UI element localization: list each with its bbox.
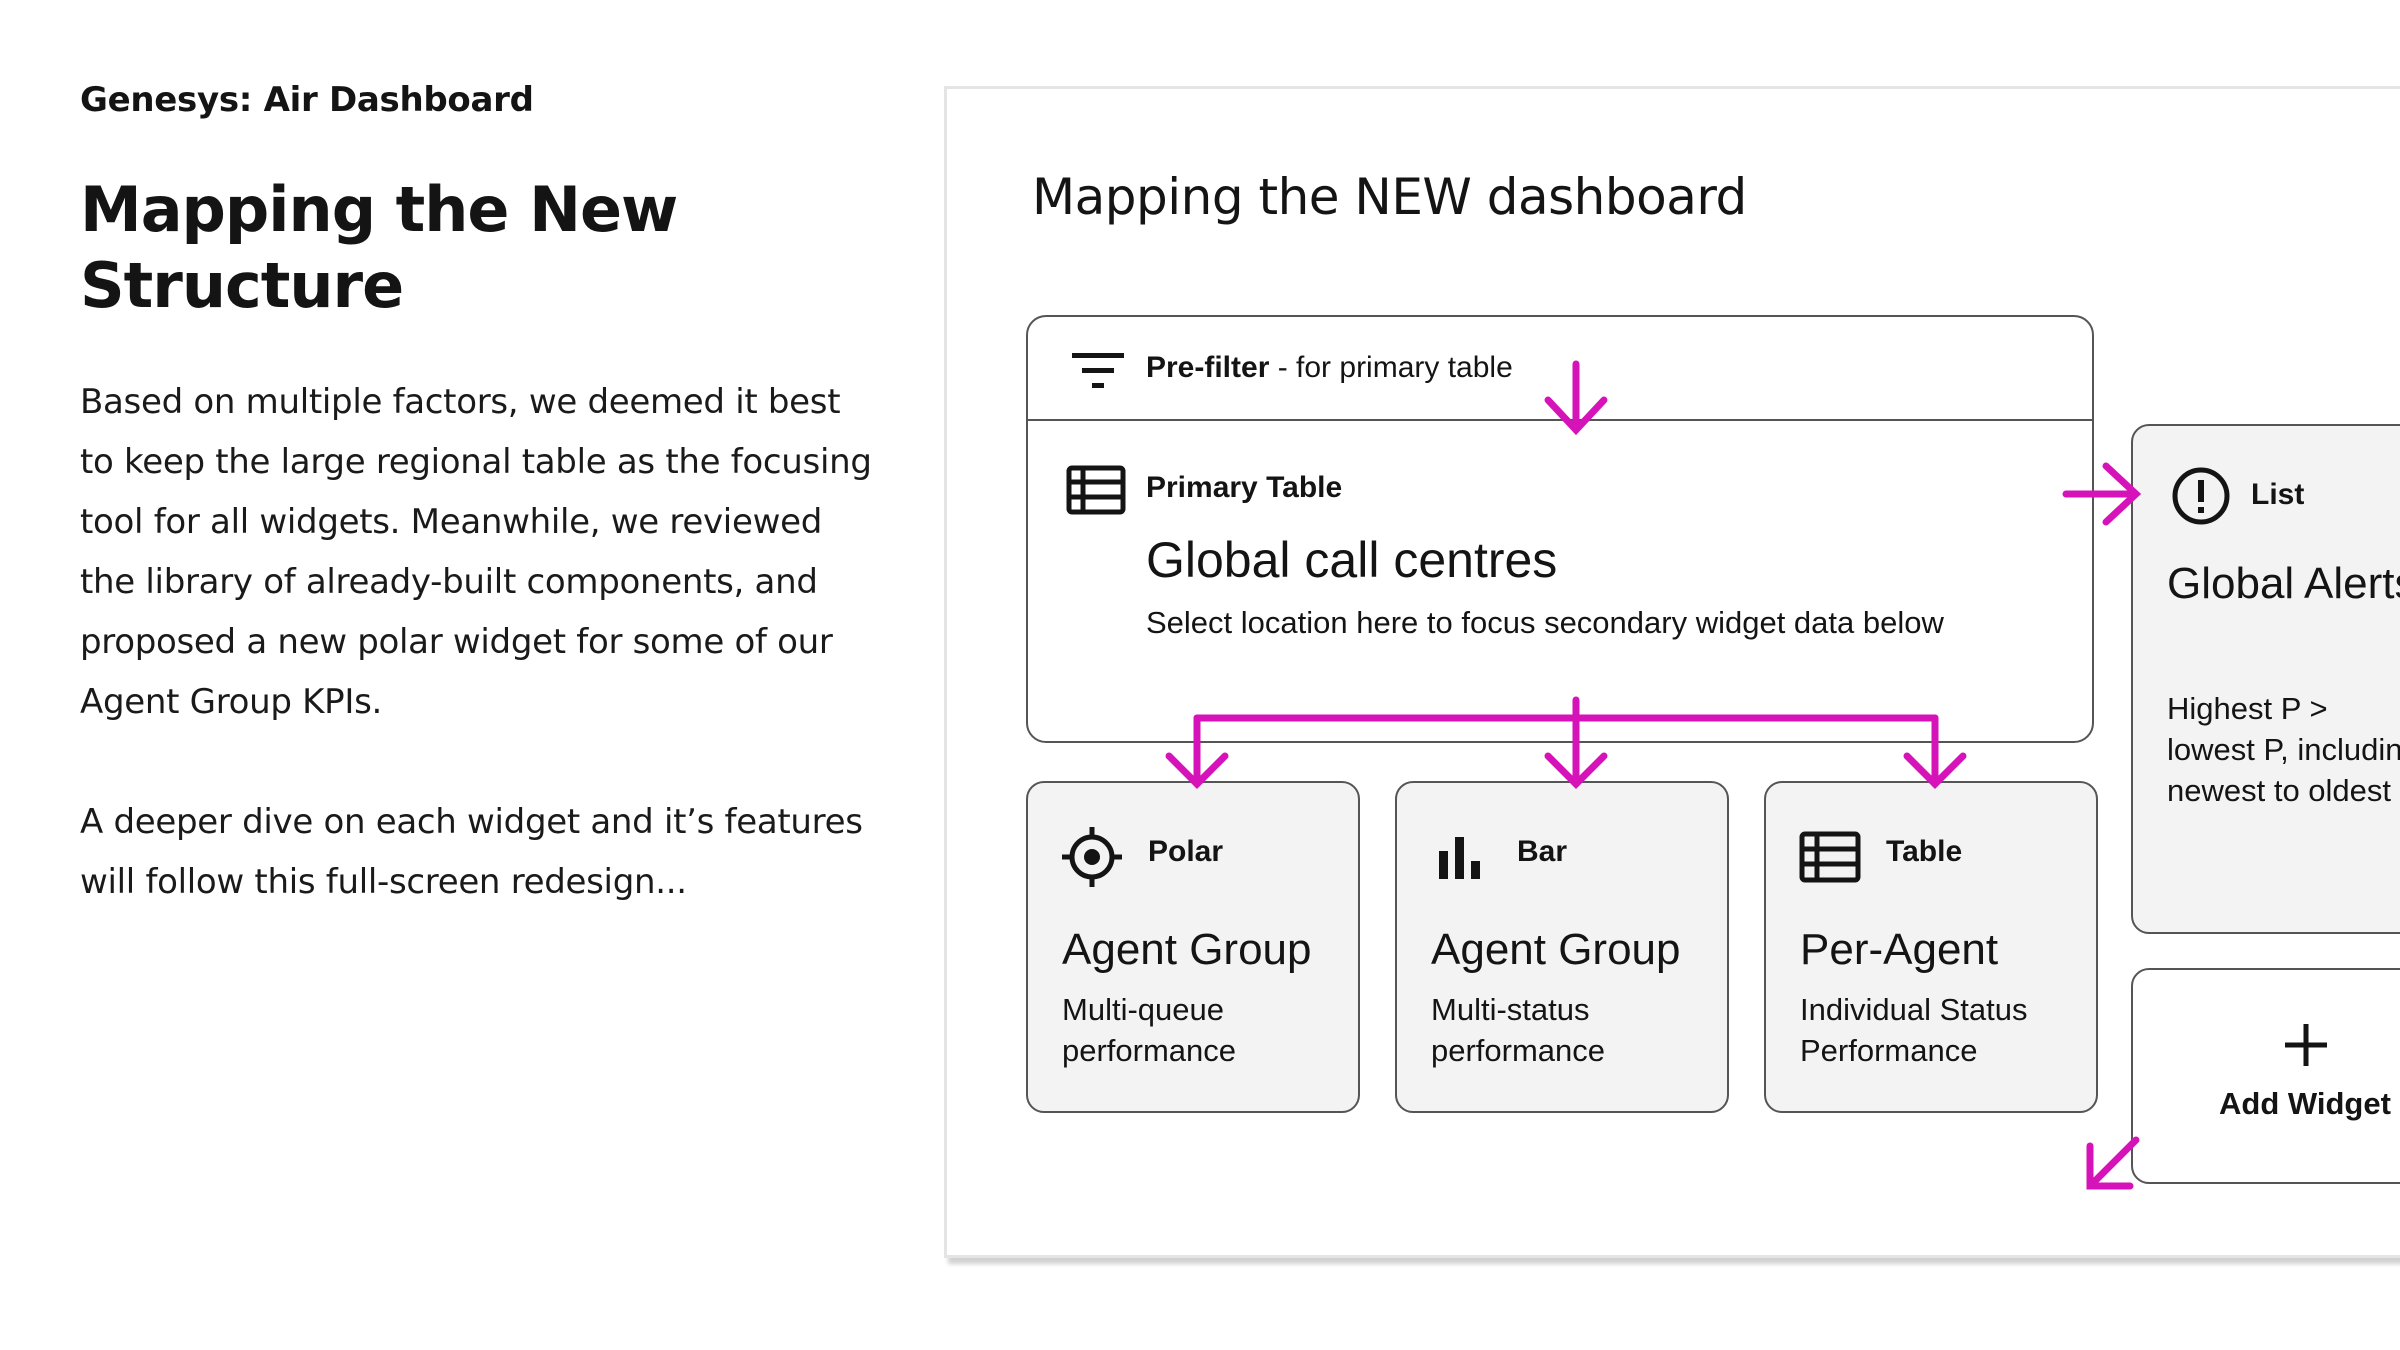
table-icon (1066, 465, 1126, 515)
filter-icon (1072, 353, 1124, 388)
bar-chart-icon (1439, 837, 1480, 879)
polar-target-icon (1062, 827, 1122, 887)
plus-icon (2285, 1024, 2327, 1066)
add-widget-button[interactable]: Add Widget (2131, 968, 2400, 1184)
card-title: Per-Agent (1800, 925, 1999, 974)
primary-table-title: Global call centres (1146, 532, 1558, 588)
table-icon (1799, 831, 1861, 883)
prefilter-label-rest: - for primary table (1269, 351, 1513, 384)
list-title: Global Alerts (2167, 559, 2400, 608)
prefilter-label: Pre-filter - for primary table (1146, 351, 1513, 385)
add-widget-label: Add Widget (2219, 1086, 2391, 1121)
list-widget-card: List Global Alerts Highest P > lowest P,… (2131, 424, 2400, 934)
list-subtitle-line: lowest P, including (2167, 732, 2400, 767)
bar-widget-card: Bar Agent Group Multi-status performance (1395, 781, 1729, 1113)
alert-circle-icon (2172, 467, 2230, 525)
card-type-label: Polar (1148, 835, 1224, 868)
slide-eyebrow: Genesys: Air Dashboard (80, 80, 534, 120)
card-title: Agent Group (1062, 925, 1312, 974)
list-type-label: List (2251, 478, 2305, 511)
card-subtitle: Multi-queue performance (1062, 992, 1237, 1068)
list-subtitle-line: Highest P > (2167, 691, 2328, 726)
diagram-title: Mapping the NEW dashboard (1032, 168, 1747, 226)
primary-table-block: Pre-filter - for primary table Primary T… (1026, 315, 2094, 743)
page-title: Mapping the New Structure (80, 173, 678, 322)
prefilter-row: Pre-filter - for primary table (1028, 317, 2092, 421)
list-subtitle: Highest P > lowest P, including newest t… (2167, 688, 2400, 811)
table-widget-card: Table Per-Agent Individual Status Perfor… (1764, 781, 2098, 1113)
card-type-label: Bar (1517, 835, 1568, 868)
primary-table-type: Primary Table (1146, 471, 1343, 504)
intro-paragraph: Based on multiple factors, we deemed it … (80, 382, 872, 722)
card-type-label: Table (1886, 835, 1963, 868)
list-subtitle-line: newest to oldest (2167, 773, 2392, 808)
polar-widget-card: Polar Agent Group Multi-queue performanc… (1026, 781, 1360, 1113)
card-subtitle: Multi-status performance (1431, 992, 1606, 1068)
card-title: Agent Group (1431, 925, 1681, 974)
card-subtitle: Individual Status Performance (1800, 992, 2028, 1068)
primary-table-subtitle: Select location here to focus secondary … (1146, 605, 1944, 640)
followup-paragraph: A deeper dive on each widget and it’s fe… (80, 802, 863, 902)
prefilter-label-bold: Pre-filter (1146, 351, 1270, 384)
